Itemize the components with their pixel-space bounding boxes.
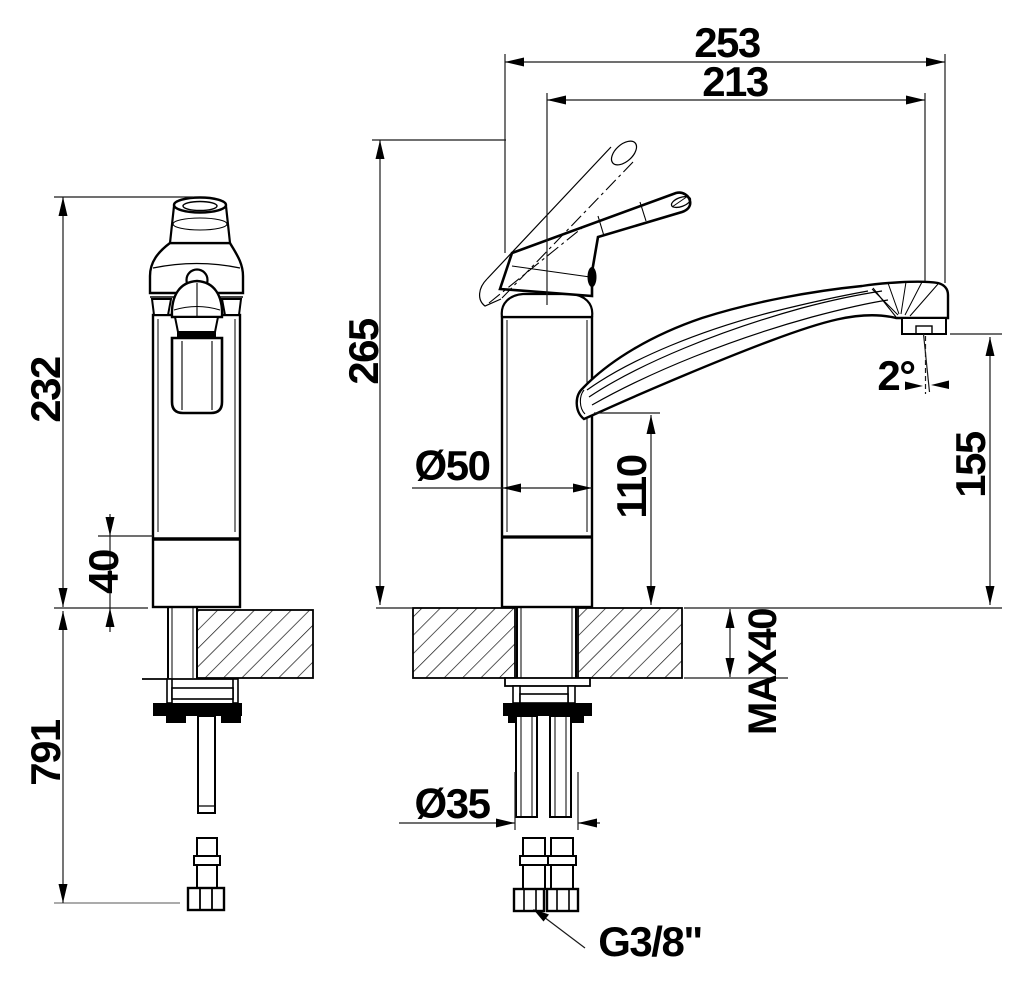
handle-side <box>498 191 692 298</box>
dim-max-height: 265 <box>340 318 387 385</box>
dim-connection-thread: G3/8" <box>598 918 701 965</box>
dim-spout-underside-height: 110 <box>608 455 655 518</box>
mounting-front <box>142 607 242 912</box>
dim-overall-reach: 253 <box>694 19 760 66</box>
front-view <box>142 196 314 912</box>
side-view <box>412 140 950 913</box>
dimension-labels: 253 213 232 40 791 265 Ø50 110 155 2° MA… <box>22 19 994 965</box>
dim-outlet-height: 155 <box>947 431 994 498</box>
supply-hoses <box>515 715 572 818</box>
handle-front <box>170 268 224 415</box>
counter-section-side <box>412 607 683 679</box>
dim-spout-center-reach: 213 <box>702 58 768 105</box>
spout-side <box>575 280 950 421</box>
dim-hose-length: 791 <box>22 719 69 786</box>
spout-outlet-front <box>168 196 232 245</box>
dim-outlet-angle: 2° <box>877 352 914 399</box>
dim-hole-diameter: Ø35 <box>415 780 491 827</box>
handle-raised-position <box>479 140 638 307</box>
dim-base-band-height: 40 <box>80 550 127 594</box>
dim-body-diameter: Ø50 <box>415 442 490 489</box>
dimension-arrowheads <box>58 57 995 922</box>
counter-section-front <box>196 609 314 679</box>
dim-max-counter-thickness: MAX40 <box>741 609 785 735</box>
mounting-side <box>503 608 592 913</box>
dim-front-height: 232 <box>22 357 69 423</box>
hose-connectors <box>512 837 580 913</box>
